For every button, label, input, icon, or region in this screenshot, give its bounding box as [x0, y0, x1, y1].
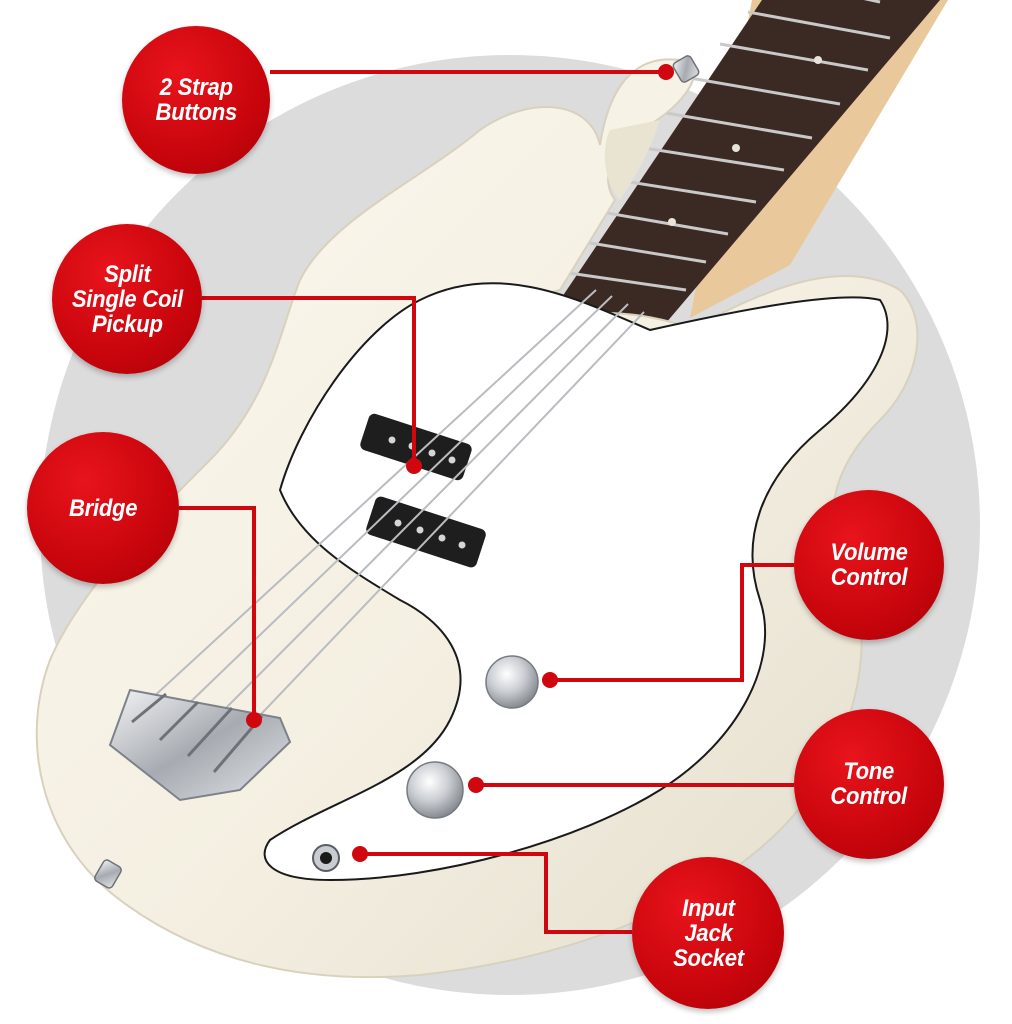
horn-shade	[604, 120, 660, 200]
callout-pickup-label: Split Single Coil Pickup	[71, 260, 183, 338]
leader-dot-jack	[352, 846, 368, 862]
callout-input-jack-socket: Input Jack Socket	[632, 857, 784, 1009]
callout-tone-control-label: Tone Control	[830, 758, 908, 810]
callout-bridge-label: Bridge	[68, 494, 138, 522]
callout-volume-control-label: Volume Control	[830, 539, 908, 591]
callout-pickup: Split Single Coil Pickup	[52, 224, 202, 374]
leader-bridge	[179, 506, 256, 720]
bridge	[108, 688, 292, 802]
callout-bridge: Bridge	[27, 432, 179, 584]
leader-dot-strap	[658, 64, 674, 80]
strings	[149, 289, 645, 731]
callout-tone-control: Tone Control	[794, 709, 944, 859]
callout-strap-buttons: 2 Strap Buttons	[122, 26, 270, 174]
leader-jack	[360, 852, 632, 934]
fret-markers	[668, 56, 822, 226]
leader-pickup	[202, 296, 416, 466]
strap-button-top	[672, 55, 700, 83]
strap-button-bottom	[94, 859, 122, 889]
leader-dot-pickup	[406, 458, 422, 474]
leader-dot-bridge	[246, 712, 262, 728]
callout-volume-control: Volume Control	[794, 490, 944, 640]
volume-knob	[485, 655, 539, 709]
callout-input-jack-socket-label: Input Jack Socket	[672, 894, 744, 972]
tone-knob	[406, 761, 464, 819]
callout-strap-buttons-label: 2 Strap Buttons	[155, 74, 237, 126]
leader-dot-tone	[468, 777, 484, 793]
leader-volume	[550, 563, 794, 682]
leader-dot-volume	[542, 672, 558, 688]
pickup-lower	[366, 496, 486, 568]
